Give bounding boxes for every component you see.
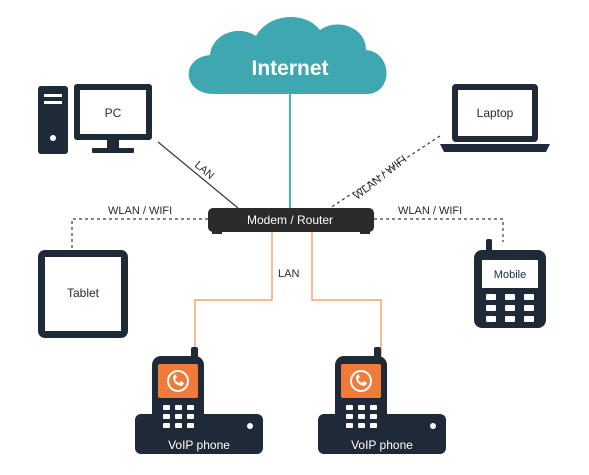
tablet-router-link — [71, 218, 208, 248]
phone-call-icon — [350, 370, 372, 392]
voip-right-label: VoIP phone — [351, 438, 413, 452]
router-device: Modem / Router — [208, 208, 374, 234]
voip-right-link — [311, 232, 382, 356]
mobile-keypad — [486, 294, 534, 322]
voip-phone-left: VoIP phone — [135, 347, 263, 454]
pc-lan-label: LAN — [192, 159, 216, 182]
mobile-device: Mobile — [474, 239, 546, 328]
mobile-wlan-label: WLAN / WIFI — [398, 205, 462, 217]
pc-router-link — [157, 141, 239, 209]
voip-phone-right: VoIP phone — [318, 347, 446, 454]
voip-lan-label: LAN — [278, 268, 299, 280]
tablet-label: Tablet — [67, 286, 100, 300]
voip-left-link — [194, 232, 273, 356]
laptop-wlan-label: WLAN / WIFI — [351, 153, 409, 202]
pc-device: PC — [38, 84, 152, 154]
internet-cloud: Internet — [188, 17, 387, 94]
laptop-device: Laptop — [440, 84, 550, 152]
tablet-wlan-label: WLAN / WIFI — [108, 205, 172, 217]
laptop-router-link — [329, 135, 441, 209]
pc-label: PC — [105, 106, 122, 120]
mobile-router-link — [374, 218, 504, 242]
laptop-label: Laptop — [477, 106, 514, 120]
tablet-device: Tablet — [38, 250, 128, 338]
internet-label: Internet — [251, 57, 328, 80]
router-label: Modem / Router — [247, 213, 333, 227]
phone-call-icon — [167, 370, 189, 392]
mobile-label: Mobile — [494, 269, 526, 281]
voip-left-label: VoIP phone — [168, 438, 230, 452]
